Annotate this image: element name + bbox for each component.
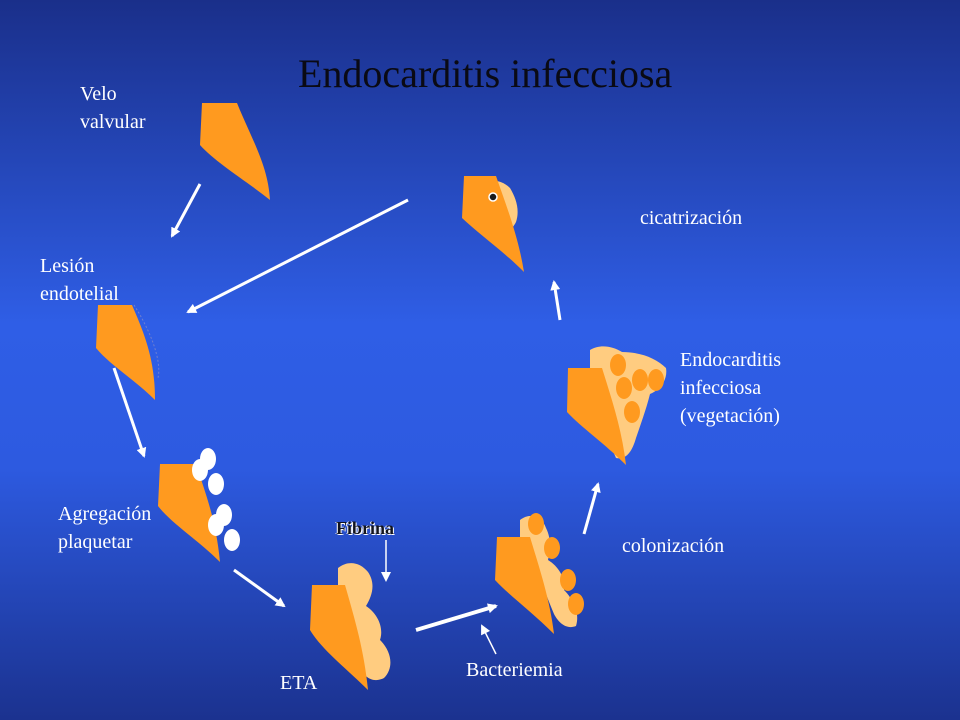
pointer-bacteriemia bbox=[481, 624, 497, 655]
label-endocarditis-vegetacion: Endocarditis infecciosa (vegetación) bbox=[680, 349, 782, 427]
arrow-eta-to-colonizacion bbox=[415, 603, 498, 632]
label-fibrina: Fibrina bbox=[336, 518, 395, 538]
label-bacteriemia: Bacteriemia bbox=[466, 659, 563, 681]
fibrin-deposit bbox=[338, 563, 391, 681]
bacteria-colony bbox=[528, 513, 584, 615]
label-eta: ETA bbox=[280, 672, 318, 694]
diagram-title: Endocarditis infecciosa bbox=[298, 51, 673, 96]
arrow-vegetacion-to-cicatrizacion bbox=[550, 280, 562, 321]
label-velo-valvular: Velo valvular bbox=[80, 83, 146, 133]
label-lesion-endotelial: Lesión endotelial bbox=[40, 255, 119, 305]
label-colonizacion: colonización bbox=[622, 535, 725, 557]
scar-dot bbox=[488, 192, 498, 202]
valve-leaflet-colonized bbox=[495, 537, 554, 634]
valve-leaflet-injured bbox=[96, 305, 155, 400]
arrow-colonizacion-to-vegetacion bbox=[582, 482, 601, 535]
cycle-arrows bbox=[112, 183, 601, 632]
platelets bbox=[192, 448, 240, 551]
valve-leaflet-normal bbox=[200, 103, 270, 200]
fibrin-colonized bbox=[520, 515, 578, 628]
arrow-velo-to-lesion bbox=[170, 183, 202, 238]
valve-leaflet-platelets bbox=[158, 464, 220, 562]
arrow-agregacion-to-eta bbox=[233, 568, 286, 608]
arrow-cicatrizacion-to-lesion bbox=[186, 198, 409, 314]
valve-leaflet-eta bbox=[310, 585, 368, 690]
pointer-arrows bbox=[381, 540, 497, 655]
bacteria-vegetation bbox=[610, 354, 664, 423]
arrow-lesion-to-agregacion bbox=[112, 367, 147, 458]
endothelial-injury-line bbox=[133, 304, 160, 379]
valve-leaflet-vegetation bbox=[567, 368, 626, 465]
label-agregacion-plaquetar: Agregación plaquetar bbox=[58, 503, 152, 553]
label-cicatrizacion: cicatrización bbox=[640, 207, 743, 229]
valve-leaflet-healed bbox=[462, 176, 524, 272]
